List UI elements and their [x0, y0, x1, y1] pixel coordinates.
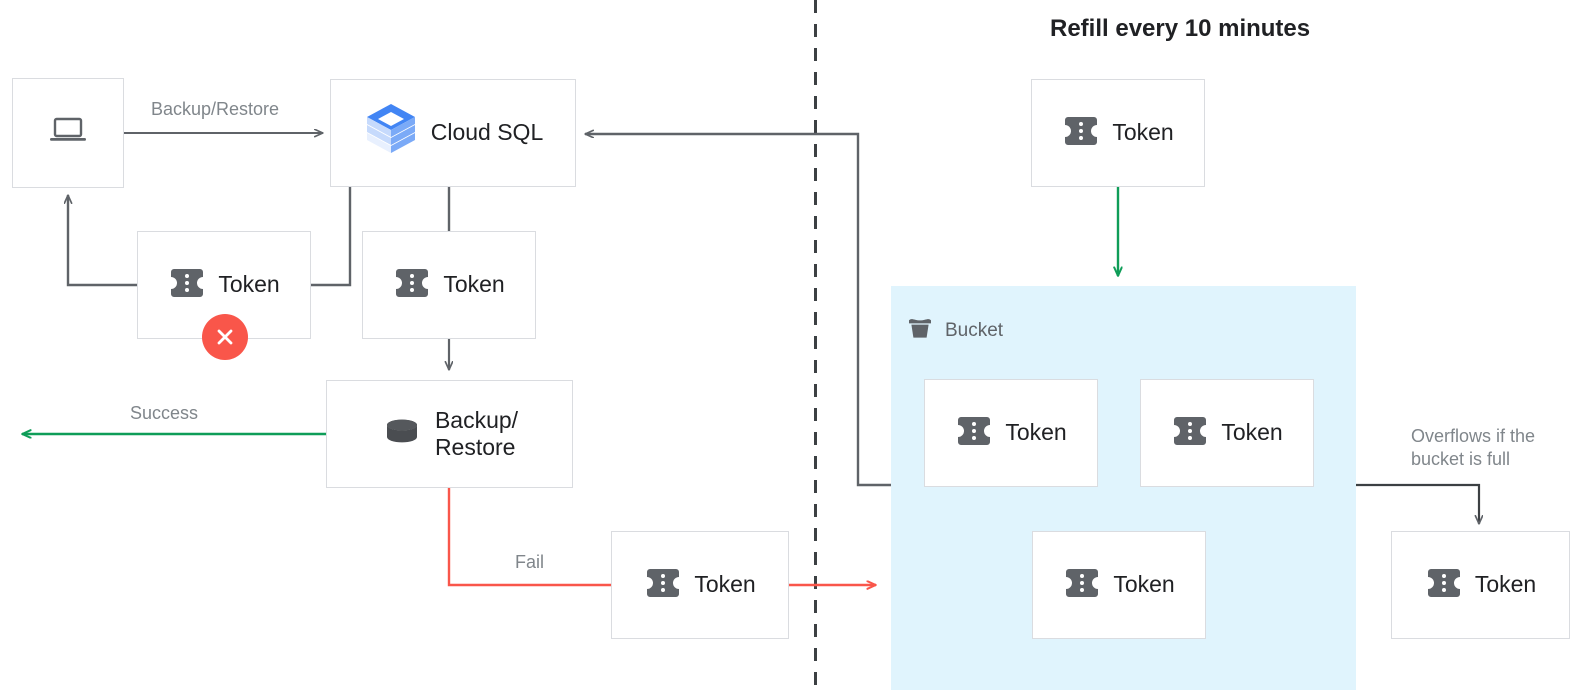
cloud-sql-icon: [363, 101, 419, 166]
token-node-overflow[interactable]: Token: [1391, 531, 1570, 639]
token-icon: [393, 266, 431, 305]
token-node-returned[interactable]: Token: [611, 531, 789, 639]
token-icon: [168, 266, 206, 305]
token-label: Token: [1221, 419, 1283, 446]
arrow-token-rejected-to-client: [68, 195, 137, 287]
bucket-label: Bucket: [945, 320, 1004, 341]
arrow-bucket-to-cloudsql: [585, 134, 891, 487]
token-label: Token: [1113, 571, 1175, 598]
cloud-sql-node[interactable]: Cloud SQL: [330, 79, 576, 187]
token-node-bucket-1[interactable]: Token: [924, 379, 1098, 487]
token-label: Token: [1474, 571, 1537, 598]
edge-label-backup-restore: Backup/Restore: [151, 99, 280, 119]
bucket-label-group: Bucket: [905, 313, 1003, 349]
token-icon: [1062, 114, 1100, 153]
client-laptop-node[interactable]: [12, 78, 124, 188]
token-icon: [955, 414, 993, 453]
token-label: Token: [218, 271, 280, 298]
connector-cloudsql-to-token-rejected: [311, 187, 352, 287]
close-icon: [217, 329, 233, 345]
token-icon: [1171, 414, 1209, 453]
edge-label-fail: Fail: [515, 552, 545, 572]
database-icon: [381, 415, 423, 454]
token-icon: [1063, 566, 1101, 605]
token-label: Token: [1005, 419, 1067, 446]
backup-restore-label: Backup/ Restore: [434, 406, 519, 460]
arrow-bucket-overflow: [1356, 483, 1479, 524]
edge-label-success: Success: [130, 403, 199, 423]
diagram-title: Refill every 10 minutes: [1050, 15, 1311, 42]
token-icon: [644, 566, 682, 605]
cloud-sql-label: Cloud SQL: [430, 119, 544, 146]
edge-label-overflow: Overflows if the bucket is full: [1411, 426, 1536, 470]
token-node-refill[interactable]: Token: [1031, 79, 1205, 187]
laptop-icon: [47, 114, 89, 153]
token-node-bucket-2[interactable]: Token: [1140, 379, 1314, 487]
bucket-icon: [905, 313, 935, 349]
token-node-request[interactable]: Token: [362, 231, 536, 339]
token-node-bucket-3[interactable]: Token: [1032, 531, 1206, 639]
arrow-backup-fail-to-token: [447, 487, 611, 587]
token-label: Token: [443, 271, 505, 298]
error-x-badge: [202, 314, 248, 360]
token-icon: [1425, 566, 1463, 605]
token-label: Token: [1112, 119, 1174, 146]
backup-restore-node[interactable]: Backup/ Restore: [326, 380, 573, 488]
token-label: Token: [694, 571, 756, 598]
